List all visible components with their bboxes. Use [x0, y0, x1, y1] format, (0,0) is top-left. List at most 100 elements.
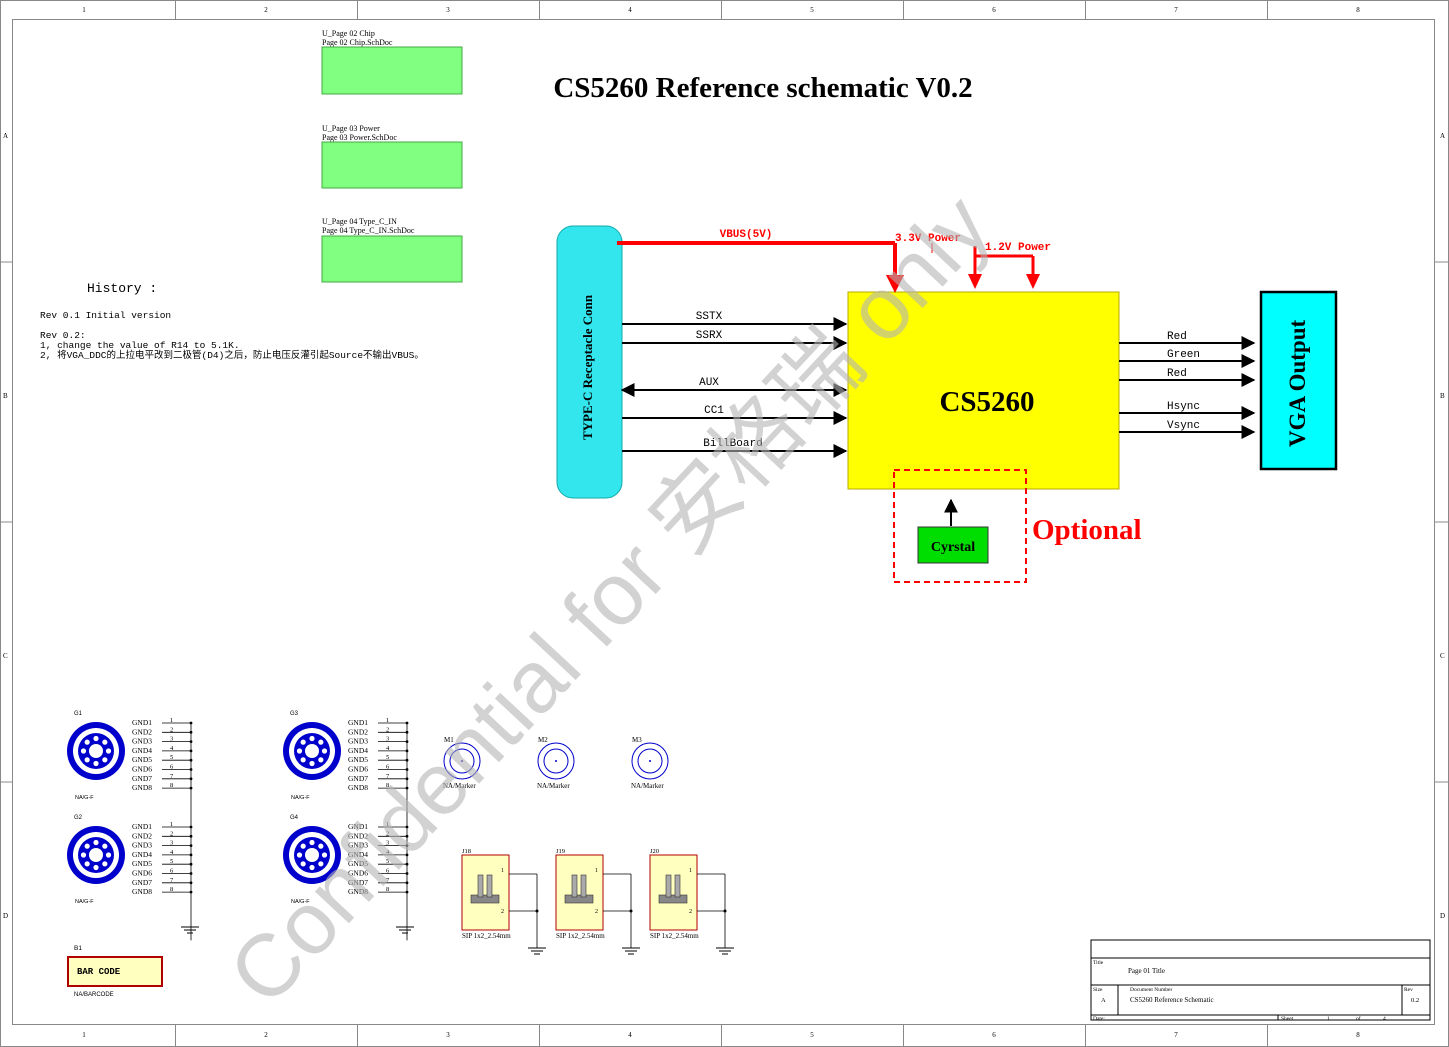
jumper-pin-number: 1: [501, 868, 504, 874]
gnd-pin-label: GND1: [132, 822, 152, 831]
gnd-pin-number: 5: [386, 858, 389, 865]
jumper-pin-number: 2: [595, 909, 598, 915]
jumper-pin-number: 1: [595, 868, 598, 874]
pin-header-icon: [477, 874, 484, 898]
power-rails: VBUS(5V) 3.3V Power 1.2V Power: [617, 229, 1051, 293]
crystal-block[interactable]: [917, 526, 989, 564]
gnd-pin-number: 4: [386, 849, 390, 856]
gnd-pin-label: GND2: [132, 727, 152, 736]
of-caption: of: [1356, 1015, 1361, 1022]
column-marker: 5: [810, 1031, 814, 1039]
barcode-block[interactable]: B1 BAR CODE NA/BARCODE: [67, 945, 163, 998]
marker-ref: M2: [538, 736, 548, 744]
barcode-footprint: NA/BARCODE: [74, 992, 114, 998]
marker-icon: [631, 742, 669, 780]
signal-label: SSRX: [696, 330, 723, 342]
gnd-pin-number: 8: [170, 782, 173, 789]
row-marker: D: [3, 912, 8, 920]
crystal-label: Cyrstal: [931, 540, 975, 555]
gnd-pin-number: 4: [386, 745, 390, 752]
rev-caption: Rev: [1404, 987, 1413, 993]
sheet-symbol-typec-in[interactable]: U_Page 04 Type_C_IN Page 04 Type_C_IN.Sc…: [321, 217, 463, 283]
column-marker: 8: [1356, 1031, 1360, 1039]
gnd-pin-label: GND5: [348, 859, 368, 868]
history-line: 1, change the value of R14 to 5.1K.: [40, 340, 240, 351]
gnd-pin-number: 1: [170, 821, 173, 828]
power-12v-label: 1.2V Power: [985, 242, 1051, 254]
column-marker: 5: [810, 6, 814, 14]
gnd-pin-number: 3: [170, 736, 173, 743]
docnum-value: CS5260 Reference Schematic: [1130, 996, 1214, 1004]
jumper-ref: J19: [556, 848, 565, 855]
gnd-pin-label: GND8: [348, 783, 368, 792]
gnd-pin-number: 3: [170, 840, 173, 847]
gnd-pin-label: GND1: [132, 718, 152, 727]
rev-value: 0.2: [1411, 997, 1419, 1004]
gnd-pin-number: 7: [170, 773, 174, 780]
size-caption: Size: [1093, 987, 1103, 993]
gnd-pin-number: 5: [170, 858, 173, 865]
sheet-total: 4: [1383, 1016, 1386, 1022]
gnd-pin-number: 3: [386, 840, 389, 847]
gnd-pin-number: 2: [386, 830, 389, 837]
sheet-filename: Page 03 Power.SchDoc: [322, 133, 397, 142]
pin-header-icon: [571, 874, 578, 898]
signal-label: Vsync: [1167, 420, 1200, 432]
hole-footprint: NA/G-F: [291, 795, 310, 801]
gnd-pin-label: GND7: [348, 774, 368, 783]
ground-symbol: [181, 926, 199, 934]
title-block: Title Page 01 Title Size A Document Numb…: [1090, 939, 1431, 1022]
pin-header-icon: [665, 874, 672, 898]
history-line: Rev 0.1 Initial version: [40, 310, 171, 321]
ground-symbol: [396, 926, 414, 934]
gnd-pin-number: 6: [386, 868, 390, 875]
gnd-pin-label: GND4: [348, 746, 368, 755]
gnd-pin-label: GND4: [132, 746, 152, 755]
hole-ref: G4: [290, 815, 299, 821]
gnd-pin-label: GND3: [132, 841, 152, 850]
signal-label: CC1: [704, 405, 724, 417]
gnd-pin-number: 1: [170, 717, 173, 724]
signal-label: BillBoard: [703, 438, 762, 450]
gnd-pin-number: 8: [386, 886, 389, 893]
gnd-pin-label: GND8: [132, 783, 152, 792]
vga-output-block[interactable]: [1259, 290, 1338, 471]
gnd-pin-label: GND1: [348, 822, 368, 831]
cs5260-chip-label: CS5260: [939, 386, 1034, 418]
column-marker: 7: [1174, 1031, 1178, 1039]
hole-footprint: NA/G-F: [75, 795, 94, 801]
gnd-pin-label: GND2: [348, 831, 368, 840]
jumper-pin-number: 1: [689, 868, 692, 874]
typec-connector-block[interactable]: [556, 225, 623, 499]
marker-ref: M3: [632, 736, 642, 744]
marker-label: NA/Marker: [537, 782, 570, 790]
gnd-pin-number: 1: [386, 717, 389, 724]
vga-output-label: VGA Output: [1285, 319, 1310, 447]
gnd-pin-number: 7: [170, 877, 174, 884]
history-heading: History :: [87, 281, 157, 296]
gnd-pin-label: GND7: [132, 878, 152, 887]
sheet-symbol-chip[interactable]: U_Page 02 Chip Page 02 Chip.SchDoc: [321, 29, 463, 95]
cs5260-chip-block[interactable]: [847, 291, 1120, 490]
gnd-pin-number: 4: [170, 745, 174, 752]
sheet-designator: U_Page 02 Chip: [322, 29, 375, 38]
sheet-symbol-power[interactable]: U_Page 03 Power Page 03 Power.SchDoc: [321, 124, 463, 189]
row-marker: A: [1440, 132, 1445, 140]
gnd-pin-number: 8: [170, 886, 173, 893]
hole-ref: G3: [290, 711, 299, 717]
hole-footprint: NA/G-F: [291, 899, 310, 905]
